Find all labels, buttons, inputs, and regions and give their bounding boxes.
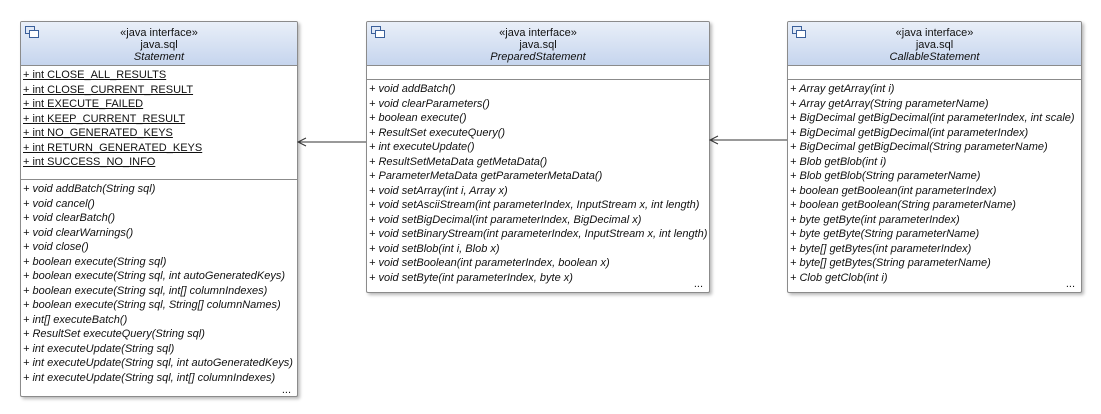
operation-row: + void close() xyxy=(23,241,89,253)
operation-row: + Clob getClob(int i) xyxy=(790,271,888,284)
callable-statement-more-indicator: ... xyxy=(1065,278,1075,290)
operation-row: + int[] executeBatch() xyxy=(23,313,128,326)
operation-row: + BigDecimal getBigDecimal(String parame… xyxy=(790,141,1048,153)
operation-row: + void addBatch(String sql) xyxy=(23,183,156,195)
callable-statement-interface-box[interactable]: «java interface» java.sql CallableStatem… xyxy=(787,21,1082,293)
operation-row: + void setByte(int parameterIndex, byte … xyxy=(369,271,573,284)
operation-row: + boolean execute(String sql, String[] c… xyxy=(23,299,281,311)
prepared-statement-name: PreparedStatement xyxy=(490,51,586,63)
operation-row: + int executeUpdate(String sql, int[] co… xyxy=(23,371,276,384)
operation-row: + Blob getBlob(String parameterName) xyxy=(790,170,981,182)
attribute-row: + int KEEP_CURRENT_RESULT xyxy=(23,112,186,125)
statement-interface-box[interactable]: «java interface» java.sql Statement + in… xyxy=(20,21,298,397)
open-arrow-icon xyxy=(296,137,307,147)
interface-icon xyxy=(371,26,385,38)
operation-row: + void clearWarnings() xyxy=(23,226,134,239)
operation-row: + boolean execute(String sql, int[] colu… xyxy=(23,284,268,297)
prepared-statement-attributes xyxy=(367,66,709,80)
statement-more-indicator: ... xyxy=(281,384,291,396)
operation-row: + void clearBatch() xyxy=(23,212,116,224)
attribute-row: + int NO_GENERATED_KEYS xyxy=(23,127,173,139)
operation-row: + void setBinaryStream(int parameterInde… xyxy=(369,228,708,240)
operation-row: + boolean execute(String sql) xyxy=(23,255,167,268)
statement-package: java.sql xyxy=(140,39,178,51)
prepared-statement-interface-box[interactable]: «java interface» java.sql PreparedStatem… xyxy=(366,21,710,293)
operation-row: + byte[] getBytes(int parameterIndex) xyxy=(790,242,972,255)
operation-row: + void clearParameters() xyxy=(369,97,490,110)
operation-row: + byte[] getBytes(String parameterName) xyxy=(790,257,991,269)
callable-statement-name: CallableStatement xyxy=(889,51,980,63)
callable-statement-header: «java interface» java.sql CallableStatem… xyxy=(788,22,1081,66)
callable-statement-stereotype: «java interface» xyxy=(895,27,974,39)
operation-row: + boolean execute() xyxy=(369,112,467,124)
prepared-statement-stereotype: «java interface» xyxy=(499,27,577,39)
operation-row: + int executeUpdate(String sql) xyxy=(23,342,175,355)
prepared-statement-more-indicator: ... xyxy=(693,278,703,290)
operation-row: + BigDecimal getBigDecimal(int parameter… xyxy=(790,126,1029,139)
operation-row: + void setBigDecimal(int parameterIndex,… xyxy=(369,213,642,226)
callable-to-prepared-generalization[interactable] xyxy=(708,135,787,145)
statement-header: «java interface» java.sql Statement xyxy=(21,22,297,66)
interface-icon xyxy=(792,26,806,38)
prepared-statement-operations: + void addBatch() + void clearParameters(… xyxy=(367,80,709,290)
operation-row: + void addBatch() xyxy=(369,83,456,95)
statement-operations: + void addBatch(String sql) + void cancel… xyxy=(21,180,297,396)
operation-row: + ResultSet executeQuery() xyxy=(369,126,506,139)
prepared-to-statement-generalization[interactable] xyxy=(296,137,366,147)
callable-statement-operations: + Array getArray(int i) + Array getArray(… xyxy=(788,80,1081,290)
operation-row: + ResultSetMetaData getMetaData() xyxy=(369,155,548,168)
statement-attributes: + int CLOSE_ALL_RESULTS + int CLOSE_CURRE… xyxy=(21,66,297,180)
operation-row: + boolean execute(String sql, int autoGe… xyxy=(23,270,286,282)
prepared-statement-header: «java interface» java.sql PreparedStatem… xyxy=(367,22,709,66)
operation-row: + Array getArray(String parameterName) xyxy=(790,97,989,110)
open-arrow-icon xyxy=(708,135,719,145)
operation-row: + void setBlob(int i, Blob x) xyxy=(369,242,500,255)
attribute-row: + int RETURN_GENERATED_KEYS xyxy=(23,141,203,154)
operation-row: + int executeUpdate() xyxy=(369,141,475,153)
attribute-row: + int SUCCESS_NO_INFO xyxy=(23,156,156,168)
operation-row: + void cancel() xyxy=(23,197,95,210)
operation-row: + byte getByte(int parameterIndex) xyxy=(790,213,960,226)
operation-row: + BigDecimal getBigDecimal(int parameter… xyxy=(790,112,1075,124)
attribute-row: + int CLOSE_ALL_RESULTS xyxy=(23,69,167,81)
operation-row: + ResultSet executeQuery(String sql) xyxy=(23,328,205,340)
statement-stereotype: «java interface» xyxy=(120,27,198,39)
operation-row: + Blob getBlob(int i) xyxy=(790,155,887,168)
callable-statement-package: java.sql xyxy=(915,39,954,51)
attribute-row: + int EXECUTE_FAILED xyxy=(23,98,144,110)
interface-icon xyxy=(25,26,39,38)
prepared-statement-package: java.sql xyxy=(519,39,557,51)
operation-row: + boolean getBoolean(int parameterIndex) xyxy=(790,184,997,197)
operation-row: + void setArray(int i, Array x) xyxy=(369,184,508,197)
callable-statement-attributes xyxy=(788,66,1081,80)
operation-row: + byte getByte(String parameterName) xyxy=(790,228,980,240)
operation-row: + void setBoolean(int parameterIndex, bo… xyxy=(369,257,610,269)
operation-row: + int executeUpdate(String sql, int auto… xyxy=(23,357,293,369)
operation-row: + boolean getBoolean(String parameterNam… xyxy=(790,199,1016,211)
operation-row: + ParameterMetaData getParameterMetaData… xyxy=(369,170,603,182)
operation-row: + void setAsciiStream(int parameterIndex… xyxy=(369,199,700,211)
statement-name: Statement xyxy=(133,51,185,63)
attribute-row: + int CLOSE_CURRENT_RESULT xyxy=(23,83,194,96)
operation-row: + Array getArray(int i) xyxy=(790,83,895,95)
